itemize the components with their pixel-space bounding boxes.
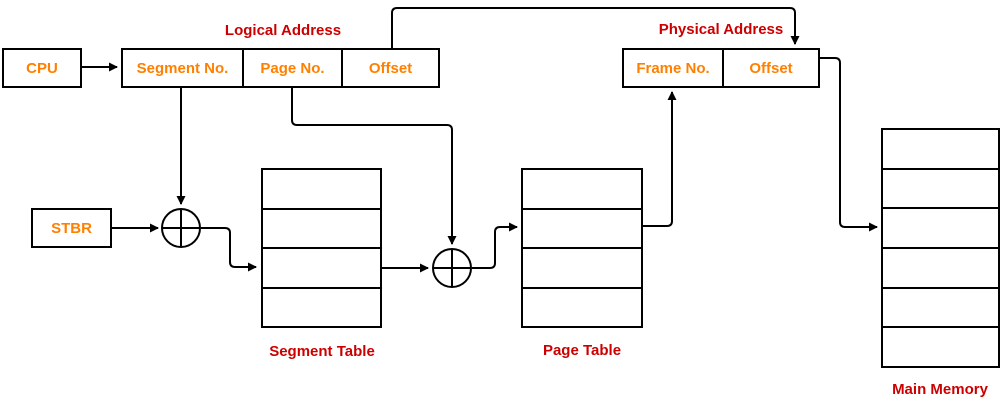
- cpu-label: CPU: [26, 59, 58, 77]
- adder-segment-icon: [161, 208, 201, 248]
- cpu-box: CPU: [2, 48, 82, 88]
- table-row: [883, 207, 998, 247]
- stbr-label: STBR: [51, 219, 92, 237]
- table-row: [263, 286, 380, 327]
- table-row: [263, 247, 380, 287]
- table-row: [523, 286, 641, 327]
- logical-address-caption: Logical Address: [224, 22, 342, 39]
- main-memory-table: [881, 128, 1000, 368]
- physical-offset-label: Offset: [749, 59, 793, 77]
- table-row: [523, 207, 641, 248]
- connector-physical-offset-to-main-memory: [820, 57, 878, 232]
- physical-address-register: Frame No. Offset: [622, 48, 820, 88]
- page-table: [521, 168, 643, 328]
- physical-address-caption: Physical Address: [658, 21, 784, 38]
- segment-table: [261, 168, 382, 328]
- connector-page-no-to-adder: [291, 88, 457, 245]
- connector-adder-to-page-table: [472, 222, 518, 269]
- logical-segment-no-cell: Segment No.: [123, 50, 242, 86]
- connector-logical-offset-to-physical-offset: [391, 7, 800, 48]
- table-row: [883, 167, 998, 208]
- adder-page-icon: [432, 248, 472, 288]
- segment-no-label: Segment No.: [136, 59, 229, 77]
- logical-offset-label: Offset: [368, 59, 413, 77]
- table-row: [263, 170, 380, 208]
- logical-offset-cell: Offset: [341, 50, 438, 86]
- table-row: [883, 326, 998, 366]
- physical-offset-cell: Offset: [722, 50, 818, 86]
- stbr-box: STBR: [31, 208, 112, 248]
- physical-frame-no-cell: Frame No.: [624, 50, 722, 86]
- table-row: [883, 286, 998, 327]
- table-row: [523, 247, 641, 287]
- table-row: [883, 247, 998, 287]
- table-row: [523, 170, 641, 208]
- table-row: [883, 130, 998, 168]
- main-memory-caption: Main Memory: [892, 381, 988, 398]
- connector-page-table-to-frame-no: [643, 91, 677, 227]
- table-row: [263, 207, 380, 248]
- frame-no-label: Frame No.: [636, 59, 710, 77]
- page-no-label: Page No.: [260, 59, 325, 77]
- connector-adder-to-segment-table: [201, 227, 257, 272]
- page-table-caption: Page Table: [542, 342, 622, 359]
- logical-page-no-cell: Page No.: [242, 50, 341, 86]
- segment-table-caption: Segment Table: [269, 343, 375, 360]
- logical-address-register: Segment No. Page No. Offset: [121, 48, 440, 88]
